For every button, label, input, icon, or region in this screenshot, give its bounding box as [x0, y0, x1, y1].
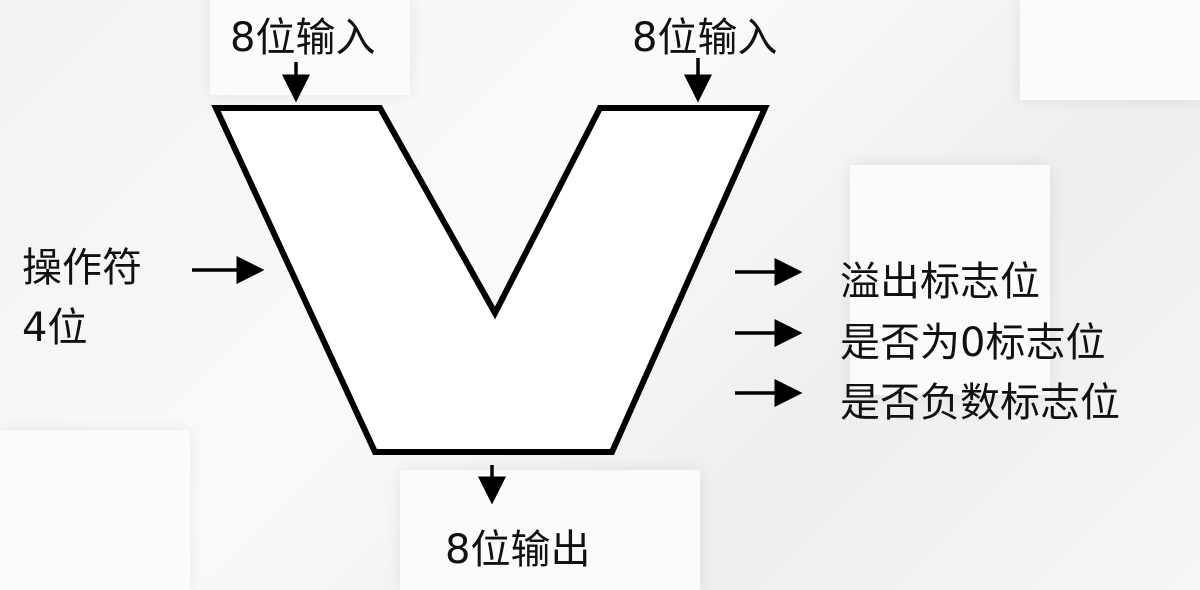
alu-shape [211, 105, 770, 455]
bg-tile [210, 0, 410, 95]
flag-negative-label: 是否负数标志位 [840, 380, 1120, 426]
bg-tile [400, 470, 700, 590]
input-right-label: 8位输入 [632, 15, 778, 61]
opcode-label: 操作符 [22, 245, 142, 291]
bg-tile [0, 430, 190, 590]
output-label: 8位输出 [445, 527, 591, 573]
bg-tile [850, 165, 1050, 395]
input-left-label: 8位输入 [230, 15, 376, 61]
opcode-width-label: 4位 [22, 305, 88, 351]
flag-zero-label: 是否为0标志位 [840, 320, 1106, 366]
bg-tile [1020, 0, 1200, 100]
flag-overflow-label: 溢出标志位 [840, 259, 1040, 305]
